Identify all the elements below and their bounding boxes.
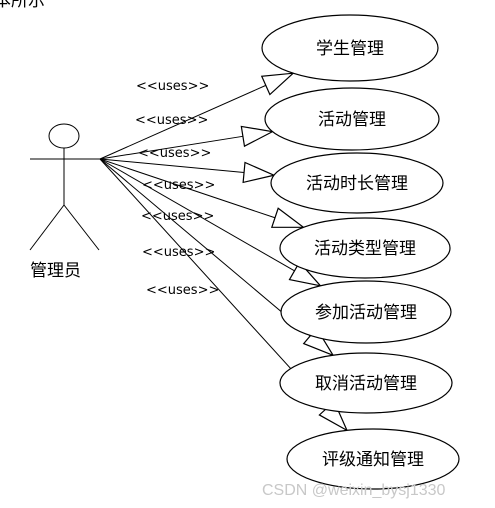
use-case[interactable]: 参加活动管理 bbox=[280, 280, 452, 344]
association-line bbox=[99, 84, 267, 160]
use-case[interactable]: 活动类型管理 bbox=[279, 217, 451, 279]
actor-label: 管理员 bbox=[30, 261, 81, 281]
watermark: CSDN @weixin_bysj1330 bbox=[262, 482, 446, 499]
use-case-ellipse[interactable] bbox=[264, 87, 440, 151]
use-case-ellipse[interactable] bbox=[280, 280, 452, 344]
use-case[interactable]: 评级通知管理 bbox=[286, 428, 460, 490]
uses-relationship-label: <<uses>> bbox=[142, 178, 215, 193]
top-text-fragment: 本所示 bbox=[0, 0, 45, 11]
uses-relationship-label: <<uses>> bbox=[136, 79, 209, 94]
open-triangle-arrowhead-icon bbox=[270, 207, 306, 228]
actor-stick-figure-icon bbox=[29, 123, 100, 251]
use-case[interactable]: 活动时长管理 bbox=[270, 152, 444, 214]
use-case-label: 活动管理 bbox=[318, 110, 386, 130]
open-triangle-arrowhead-icon bbox=[288, 261, 323, 287]
association-line bbox=[99, 135, 243, 160]
use-case-label: 活动类型管理 bbox=[314, 239, 416, 259]
open-triangle-arrowhead-icon bbox=[260, 72, 295, 96]
use-case-label: 评级通知管理 bbox=[322, 450, 424, 470]
use-case[interactable]: 活动管理 bbox=[264, 87, 440, 151]
use-case-ellipse[interactable] bbox=[261, 14, 439, 82]
use-case-label: 活动时长管理 bbox=[306, 174, 408, 194]
use-case-label: 学生管理 bbox=[316, 39, 384, 59]
association-line bbox=[99, 158, 245, 173]
association-line bbox=[99, 158, 328, 409]
use-case[interactable]: 取消活动管理 bbox=[279, 352, 453, 414]
association-line bbox=[99, 158, 311, 337]
open-triangle-arrowhead-icon bbox=[240, 125, 275, 148]
uses-relationship-label: <<uses>> bbox=[146, 283, 219, 298]
relationship-label-layer: <<uses>> <<uses>> <<uses>> <<uses>> <<uses>>… bbox=[135, 79, 219, 298]
uses-relationship-label: <<uses>> bbox=[142, 245, 215, 260]
use-case[interactable]: 学生管理 bbox=[261, 14, 439, 82]
use-case-label: 取消活动管理 bbox=[315, 374, 417, 394]
use-case-ellipse[interactable] bbox=[279, 352, 453, 414]
open-triangle-arrowhead-icon bbox=[242, 161, 276, 184]
uses-relationship-label: <<uses>> bbox=[135, 113, 208, 128]
uses-relationship-label: <<uses>> bbox=[138, 146, 211, 161]
association-line bbox=[99, 158, 295, 272]
uses-relationship-label: <<uses>> bbox=[141, 209, 214, 224]
use-case-ellipse[interactable] bbox=[279, 217, 451, 279]
use-case-label: 参加活动管理 bbox=[315, 303, 417, 323]
association-line bbox=[99, 158, 276, 219]
use-case-ellipse[interactable] bbox=[286, 428, 460, 490]
use-case-ellipse[interactable] bbox=[270, 152, 444, 214]
